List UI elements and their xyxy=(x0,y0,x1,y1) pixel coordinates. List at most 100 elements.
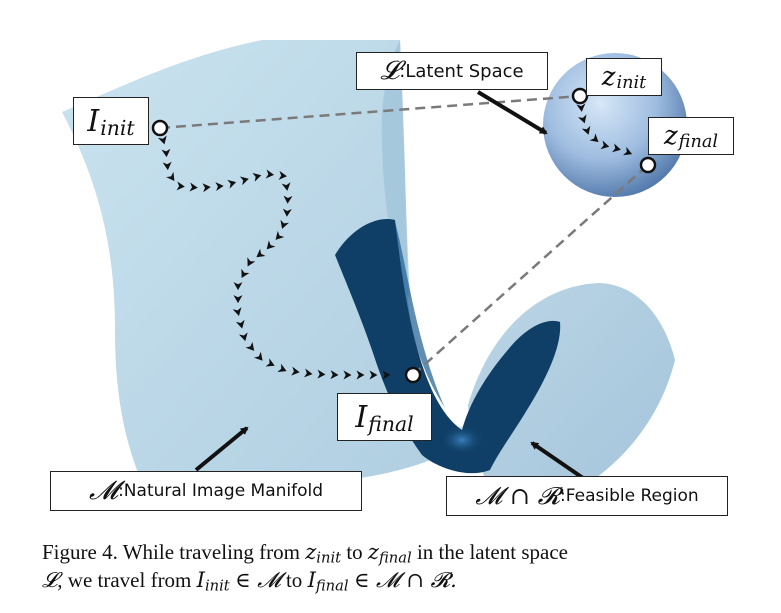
dashed-line-final xyxy=(412,164,649,376)
manifold-fold-shadow xyxy=(381,40,410,300)
feasible-region-arrow xyxy=(530,441,585,480)
path-chevron xyxy=(252,173,262,182)
path-chevron xyxy=(589,133,599,143)
path-chevron xyxy=(245,341,255,351)
path-chevron xyxy=(161,148,171,158)
path-chevron xyxy=(291,366,300,376)
path-chevron xyxy=(581,125,591,135)
caption-to: to xyxy=(346,540,363,564)
path-chevron xyxy=(369,370,378,380)
natural-manifold-surface xyxy=(62,40,470,500)
caption-to2: to xyxy=(285,568,303,592)
path-chevron xyxy=(343,370,352,380)
path-chevron xyxy=(304,368,313,378)
caption-mid: in the latent space xyxy=(416,540,568,564)
feasible-region-symbol: 𝓜 ∩ 𝓡 xyxy=(475,482,561,510)
path-chevron xyxy=(227,179,237,189)
path-chevron xyxy=(241,268,250,278)
natural-manifold-text: :Natural Image Manifold xyxy=(118,481,324,501)
path-chevron xyxy=(600,140,610,150)
i-final-point[interactable] xyxy=(404,366,422,384)
path-chevron xyxy=(266,240,276,250)
latent-path-chevrons xyxy=(576,103,633,156)
caption-z-final: z xyxy=(367,540,379,564)
z-init-base: z xyxy=(601,62,616,92)
i-final-sub: final xyxy=(368,411,414,436)
z-init-sub: init xyxy=(616,72,647,93)
path-chevron xyxy=(256,248,266,258)
path-chevron xyxy=(623,146,633,156)
path-chevron xyxy=(317,369,326,379)
path-chevron xyxy=(166,171,175,182)
path-chevron xyxy=(282,208,292,217)
path-chevron xyxy=(280,219,289,229)
path-chevron xyxy=(275,230,285,240)
caption-in2: ∈ 𝓜 ∩ 𝓡. xyxy=(353,568,457,592)
path-chevron xyxy=(576,103,586,112)
path-chevron xyxy=(202,183,211,193)
caption-L: 𝓛 xyxy=(42,568,58,592)
path-chevron xyxy=(235,319,245,329)
i-init-sub: init xyxy=(100,115,135,140)
path-chevron xyxy=(232,307,242,316)
z-final-point[interactable] xyxy=(639,156,657,174)
caption-travel: , we travel from xyxy=(57,568,192,592)
z-final-sub: final xyxy=(678,131,719,152)
path-chevron xyxy=(239,176,249,186)
figure-caption: Figure 4. While traveling from zinit to … xyxy=(42,538,772,594)
path-chevron xyxy=(247,257,256,267)
i-init-point[interactable] xyxy=(151,119,169,137)
path-chevron xyxy=(233,282,243,291)
path-chevron xyxy=(278,170,287,180)
feasible-region-text: :Feasible Region xyxy=(560,486,699,506)
caption-z-final-sub: final xyxy=(378,549,412,567)
caption-in1: ∈ 𝓜 xyxy=(234,568,281,592)
path-chevron xyxy=(265,169,275,179)
natural-manifold-symbol: 𝓜 xyxy=(88,475,119,506)
path-chevron xyxy=(382,370,391,380)
path-chevron xyxy=(281,182,291,191)
path-chevron xyxy=(162,161,172,171)
caption-z-init: z xyxy=(305,540,317,564)
path-chevron xyxy=(176,181,185,191)
latent-space-arrow xyxy=(476,90,548,135)
path-chevron xyxy=(330,370,339,380)
path-chevron xyxy=(215,182,224,192)
label-feasible-region: 𝓜 ∩ 𝓡:Feasible Region xyxy=(446,476,728,516)
caption-i-final-sub: final xyxy=(315,577,349,595)
label-natural-manifold: 𝓜:Natural Image Manifold xyxy=(50,471,362,511)
caption-i-init-sub: init xyxy=(204,577,230,595)
latent-space-symbol: 𝓛 xyxy=(380,55,400,86)
z-init-point[interactable] xyxy=(571,87,589,105)
caption-i-final: I xyxy=(307,568,316,592)
path-chevron xyxy=(577,114,587,124)
path-chevron xyxy=(356,370,365,380)
path-chevron xyxy=(238,332,248,342)
manifold-path-chevrons xyxy=(158,135,391,380)
caption-z-init-sub: init xyxy=(316,549,342,567)
i-final-base: I xyxy=(355,399,368,435)
label-latent-space: 𝓛:Latent Space xyxy=(356,52,548,90)
path-chevron xyxy=(265,358,275,367)
caption-i-init: I xyxy=(196,568,205,592)
i-init-base: I xyxy=(87,103,100,139)
feasible-region-tube xyxy=(335,219,561,474)
feasible-region-glow xyxy=(440,425,484,455)
manifold-arrow xyxy=(194,426,249,472)
latent-space-text: :Latent Space xyxy=(399,60,524,82)
path-chevron xyxy=(283,195,293,204)
path-chevron xyxy=(233,295,243,304)
dashed-line-init xyxy=(159,94,581,130)
caption-prefix: Figure 4. While traveling from xyxy=(42,540,300,564)
z-final-base: z xyxy=(663,121,678,151)
path-chevron xyxy=(253,351,263,361)
path-chevron xyxy=(158,135,167,145)
path-chevron xyxy=(612,143,621,153)
path-chevron xyxy=(189,182,198,192)
